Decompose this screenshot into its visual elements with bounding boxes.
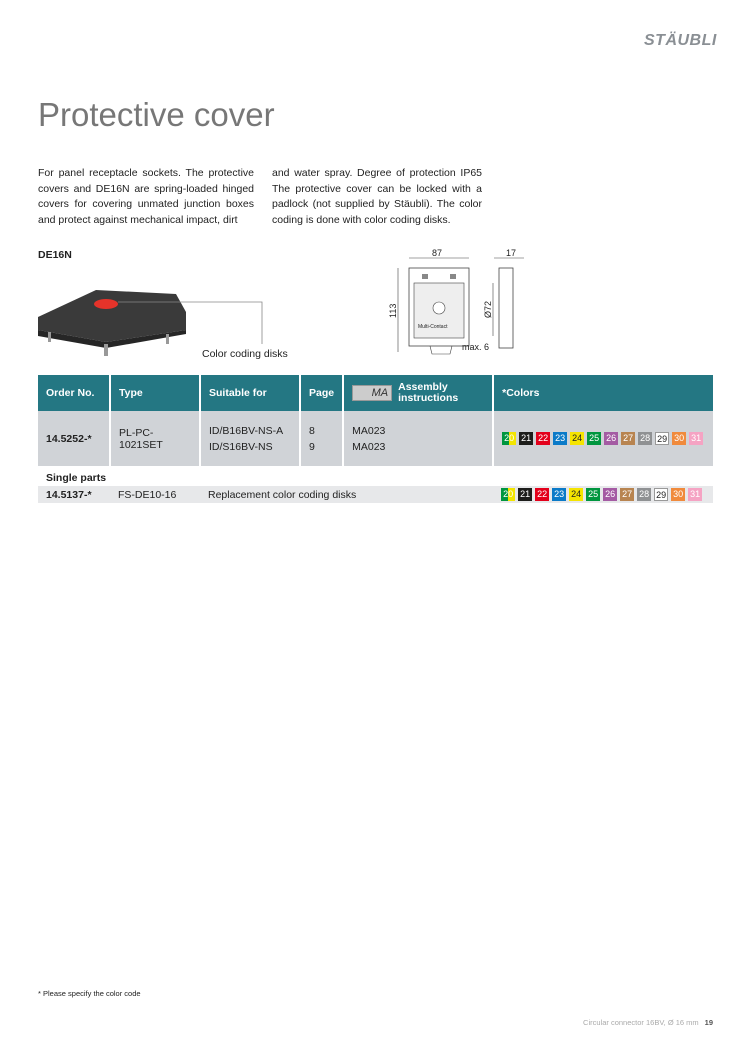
color-chip-26: 26 [603, 488, 618, 501]
product-label: DE16N [38, 249, 72, 261]
color-chip-23: 23 [553, 432, 568, 445]
color-chip-20: 20 [501, 488, 516, 501]
dimension-drawing: 87 113 Multi-Contact Ø72 17 max. 6 [388, 248, 524, 355]
color-chip-24: 24 [570, 432, 585, 445]
description: Replacement color coding disks [200, 486, 494, 503]
color-chip-30: 30 [672, 432, 687, 445]
intro-text-col2: and water spray. Degree of protection IP… [272, 167, 482, 226]
dim-max: max. 6 [462, 342, 489, 352]
dim-width: 87 [432, 248, 442, 258]
col-suitable-for: Suitable for [200, 375, 301, 411]
color-chip-28: 28 [638, 432, 653, 445]
color-chip-25: 25 [586, 488, 601, 501]
color-chip-27: 27 [621, 432, 636, 445]
color-chip-23: 23 [552, 488, 567, 501]
color-chip-20: 20 [502, 432, 517, 445]
dim-depth: 17 [506, 248, 516, 258]
color-chip-28: 28 [637, 488, 652, 501]
color-chip-31: 31 [688, 488, 703, 501]
staubli-logo: STÄUBLI [644, 32, 717, 49]
assembly-link[interactable]: MA023 [352, 440, 386, 453]
color-chip-24: 24 [569, 488, 584, 501]
color-chip-29: 29 [654, 488, 669, 501]
drawing-marking: Multi-Contact [418, 324, 448, 330]
color-chip-22: 22 [536, 432, 551, 445]
color-chip-21: 21 [519, 432, 534, 445]
col-page: Page [300, 375, 345, 411]
color-coding-disks-callout: Color coding disks [202, 348, 288, 360]
ma-manual-icon: MA [352, 385, 393, 401]
table-row: 14.5137-* FS-DE10-16 Replacement color c… [38, 486, 713, 503]
col-colors: *Colors [493, 375, 713, 411]
intro-text-col1: For panel receptacle sockets. The protec… [38, 167, 254, 226]
color-chip-22: 22 [535, 488, 550, 501]
assembly-link[interactable]: MA023 [352, 424, 386, 437]
footnote: * Please specify the color code [38, 989, 141, 998]
color-chip-25: 25 [587, 432, 602, 445]
single-parts-heading: Single parts [46, 472, 107, 484]
col-type: Type [110, 375, 201, 411]
color-chip-30: 30 [671, 488, 686, 501]
col-order-no: Order No. [38, 375, 111, 411]
protective-cover-photo [38, 290, 263, 356]
page-number: 19 [704, 1018, 713, 1027]
color-chip-31: 31 [689, 432, 704, 445]
dim-diameter: Ø72 [483, 301, 493, 318]
color-chip-26: 26 [604, 432, 619, 445]
type: FS-DE10-16 [110, 486, 200, 503]
dim-height: 113 [388, 304, 398, 318]
page-title: Protective cover [38, 96, 275, 133]
order-no: 14.5137-* [38, 486, 110, 503]
color-chip-27: 27 [620, 488, 635, 501]
order-no: 14.5252-* [38, 411, 111, 466]
color-chip-21: 21 [518, 488, 533, 501]
type: PL-PC-1021SET [110, 411, 201, 466]
color-chip-29: 29 [655, 432, 670, 445]
